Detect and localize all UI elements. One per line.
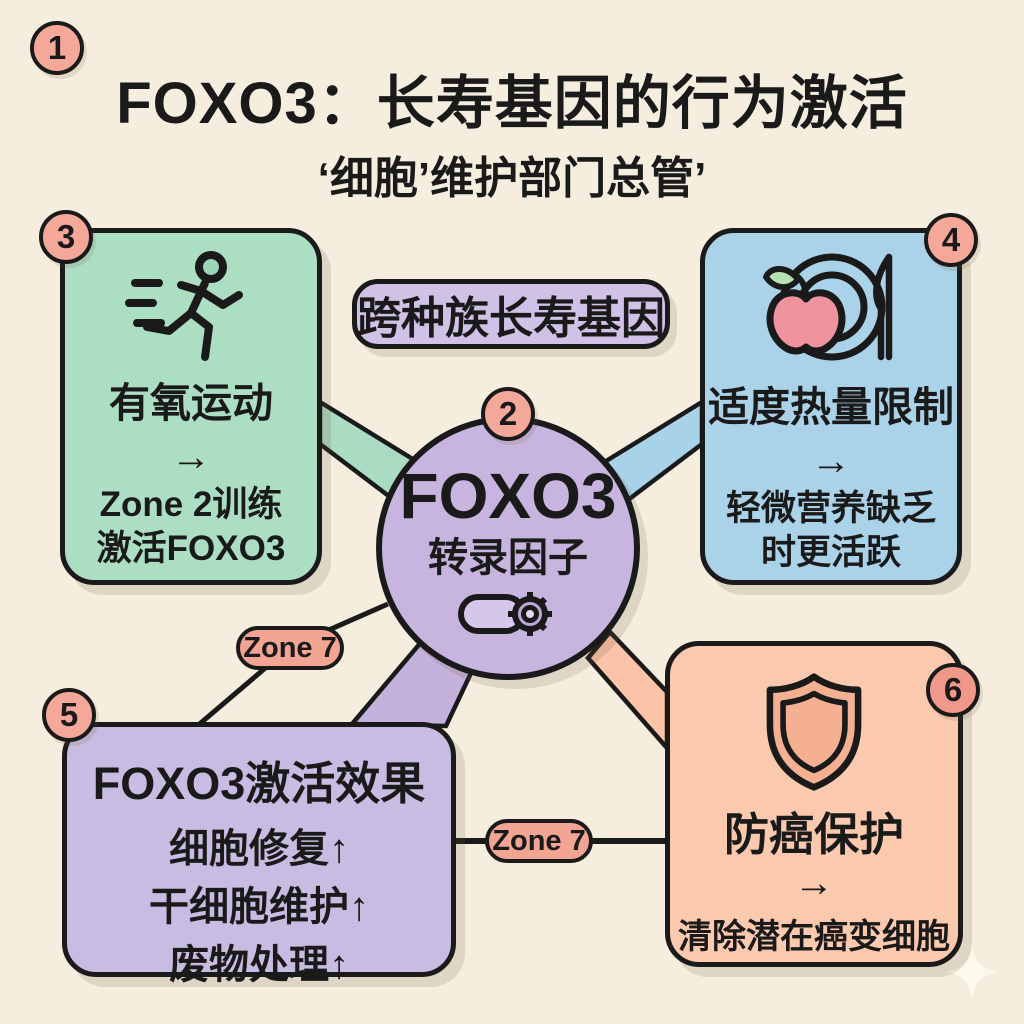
step-badge-1: 1: [30, 21, 84, 75]
gene-tag-label: 跨种族长寿基因: [357, 294, 665, 343]
page-subtitle: ‘细胞’维护部门总管’: [317, 154, 707, 203]
step-badge-4-number: 4: [941, 221, 961, 258]
zone7-pill-left: Zone 7: [236, 626, 344, 670]
foxo3-title: FOXO3: [399, 460, 617, 532]
node-foxo3-center[interactable]: FOXO3 转录因子: [376, 416, 640, 680]
plate-apple-knife-icon: [705, 249, 957, 371]
effects-title: FOXO3激活效果: [92, 758, 426, 809]
step-badge-2-number: 2: [498, 395, 518, 432]
calorie-arrow: →: [811, 439, 851, 483]
toggle-gear-icon: [456, 588, 560, 640]
runner-icon: [65, 251, 317, 367]
node-foxo3-effects[interactable]: FOXO3激活效果 细胞修复↑ 干细胞维护↑ 废物处理↑: [62, 722, 456, 987]
anticancer-title: 防癌保护: [723, 809, 904, 860]
step-badge-3-number: 3: [56, 218, 76, 255]
anticancer-line-1: 清除潜在癌变细胞: [678, 918, 950, 956]
page-title: FOXO3：长寿基因的行为激活: [116, 71, 908, 136]
effects-line-2: 干细胞维护↑: [149, 885, 369, 929]
calorie-line-2: 时更活跃: [760, 532, 901, 572]
gene-tag-pill: 跨种族长寿基因: [352, 279, 670, 349]
step-badge-1-number: 1: [47, 29, 67, 66]
step-badge-2: 2: [481, 387, 535, 441]
anticancer-arrow: →: [794, 861, 834, 905]
aerobic-title: 有氧运动: [109, 380, 273, 426]
zone7-pill-bottom: Zone 7: [485, 819, 593, 863]
step-badge-4: 4: [924, 213, 978, 267]
step-badge-6-number: 6: [943, 671, 963, 708]
zone7-bottom-label: Zone 7: [492, 824, 586, 857]
calorie-line-1: 轻微营养缺乏: [725, 489, 936, 528]
effects-line-1: 细胞修复↑: [169, 827, 349, 871]
step-badge-5: 5: [42, 688, 96, 742]
effects-line-3: 废物处理↑: [169, 943, 349, 987]
connector-band-anticancer: [585, 628, 670, 754]
aerobic-line-1: Zone 2训练: [99, 485, 283, 524]
calorie-title: 适度热量限制: [708, 384, 954, 430]
zone7-left-label: Zone 7: [243, 631, 337, 664]
step-badge-3: 3: [39, 210, 93, 264]
step-badge-6: 6: [926, 663, 980, 717]
sparkle-icon: [946, 944, 998, 1000]
node-calorie-restriction[interactable]: 适度热量限制 → 轻微营养缺乏 时更活跃: [700, 228, 962, 585]
node-aerobic-exercise[interactable]: 有氧运动 → Zone 2训练 激活FOXO3: [60, 228, 322, 585]
node-anticancer-protection[interactable]: 防癌保护 → 清除潜在癌变细胞: [665, 641, 963, 967]
aerobic-arrow: →: [171, 435, 211, 479]
foxo3-subtitle: 转录因子: [428, 536, 588, 580]
aerobic-line-2: 激活FOXO3: [96, 528, 286, 568]
shield-icon: [670, 672, 958, 792]
step-badge-5-number: 5: [59, 696, 79, 733]
